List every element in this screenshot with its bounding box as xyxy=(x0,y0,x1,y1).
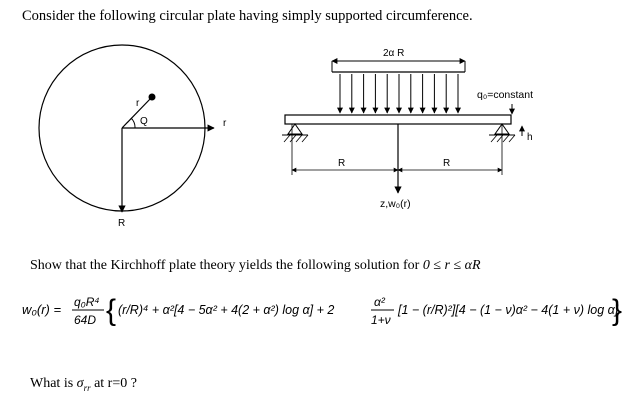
question-suffix: at r=0 ? xyxy=(94,376,137,391)
eq-frac2-den: 1+ν xyxy=(371,313,391,327)
axis-R-label: R xyxy=(118,218,125,229)
load-label: q₀=constant xyxy=(477,89,533,101)
svg-text:{: { xyxy=(106,294,116,327)
eq-frac2-num: α² xyxy=(374,295,386,309)
eq-coef-den: 64D xyxy=(74,313,96,327)
deflection-equation: w₀(r) = q₀R⁴ 64D { (r/R)⁴ + α²[4 − 5α² +… xyxy=(22,286,622,350)
eq-lhs: w₀(r) = xyxy=(22,302,61,317)
radius-label-right: R xyxy=(443,158,450,169)
question-symbol: σ xyxy=(76,376,84,391)
radius-label-left: R xyxy=(338,158,345,169)
plate-circle xyxy=(38,44,206,212)
question: What is σrr at r=0 ? xyxy=(30,376,137,393)
deflection-label: z,w₀(r) xyxy=(380,198,411,210)
eq-coef-num: q₀R⁴ xyxy=(74,295,100,309)
diag-r-label: r xyxy=(136,98,140,109)
question-prefix: What is xyxy=(30,376,74,391)
eq-term1: (r/R)⁴ + α²[4 − 5α² + 4(2 + α²) log α] +… xyxy=(118,303,334,317)
thickness-label: h xyxy=(527,132,533,143)
problem-intro: Consider the following circular plate ha… xyxy=(22,8,473,24)
angle-label: Q xyxy=(140,116,148,127)
axis-r-label: r xyxy=(223,118,227,129)
show-statement: Show that the Kirchhoff plate theory yie… xyxy=(30,258,481,274)
show-text: Show that the Kirchhoff plate theory yie… xyxy=(30,258,420,273)
left-support xyxy=(282,123,309,143)
right-support xyxy=(489,123,516,143)
question-subscript: rr xyxy=(83,382,91,393)
distributed-load-arrows xyxy=(337,74,461,114)
radius-line xyxy=(121,96,153,129)
range-condition: 0 ≤ r ≤ αR xyxy=(422,258,481,273)
plate-section xyxy=(284,114,512,125)
load-width-label: 2α R xyxy=(383,48,404,59)
svg-text:}: } xyxy=(612,294,622,327)
radius-point xyxy=(148,93,156,101)
eq-term2: [1 − (r/R)²][4 − (1 − ν)α² − 4(1 + ν) lo… xyxy=(397,303,619,317)
angle-arc xyxy=(130,117,136,129)
